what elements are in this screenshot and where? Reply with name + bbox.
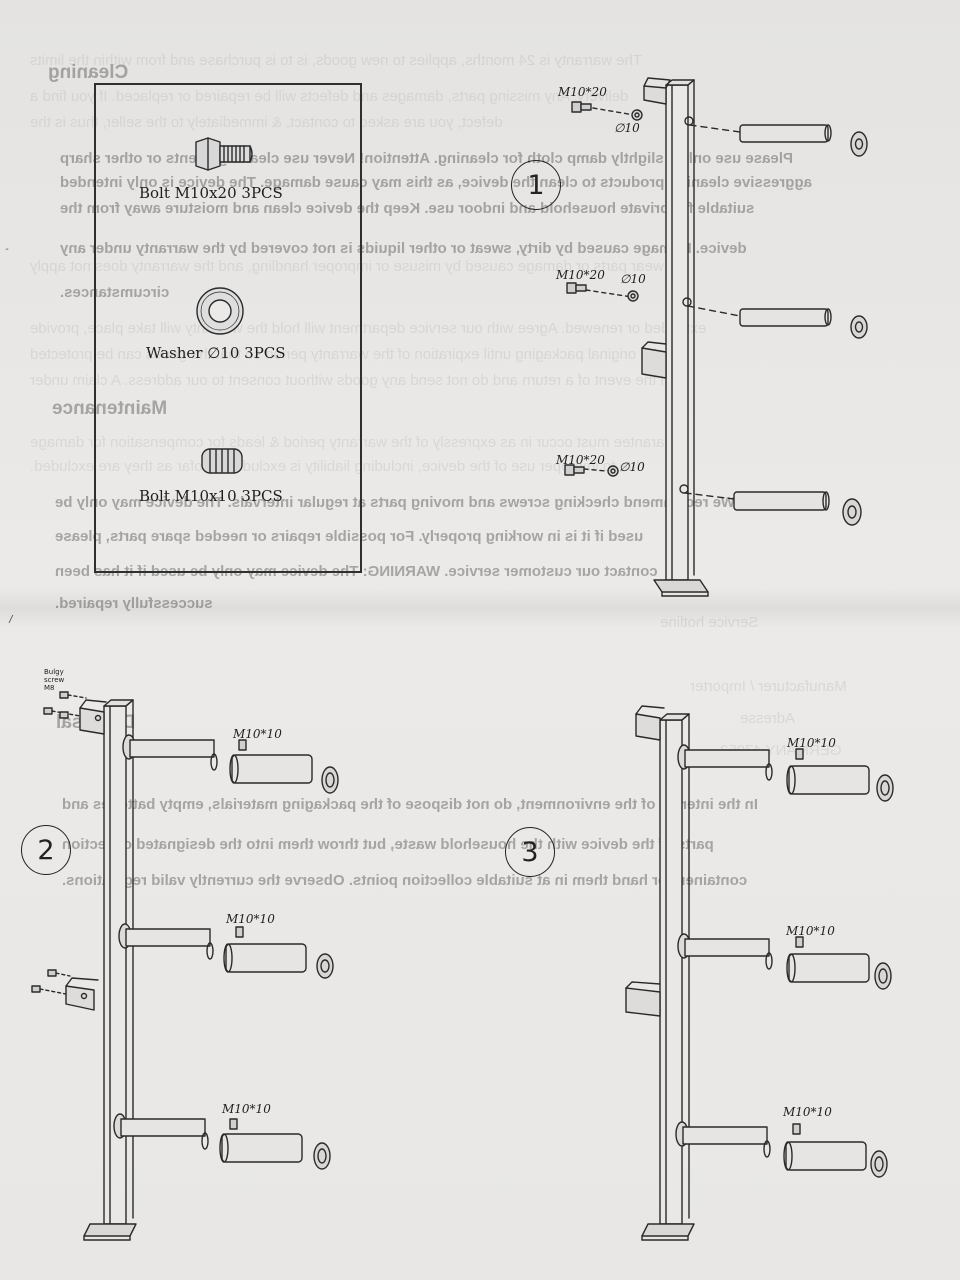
parts-list-box [94,83,362,573]
step3-diagram [625,705,894,1241]
step1-washer [607,465,619,477]
part-label-bolt-m10x10: Bolt M10x10 3PCS [139,487,283,505]
step3-set-screw-label: M10*10 [783,1105,832,1119]
step2-set-screw-label: M10*10 [233,727,282,741]
step1-bolt [566,282,587,294]
step2-set-screw-label: M10*10 [222,1102,271,1116]
bolt-long-icon [195,137,253,171]
step1-bolt-label: M10*20 [558,85,607,99]
washer-icon [196,287,244,335]
step1-washer [627,290,639,302]
step1-bolt-label: M10*20 [556,268,605,282]
step3-set-screw-label: M10*10 [787,736,836,750]
step1-washer [631,109,643,121]
step1-washer-label: ∅10 [619,460,645,474]
part-label-bolt-m10x20: Bolt M10x20 3PCS [139,184,283,202]
step2-arm [122,734,339,794]
step3-set-screw-label: M10*10 [786,924,835,938]
paper-fold-shadow [0,588,960,628]
step1-tube [739,308,868,339]
margin-mark: - [4,244,11,255]
step1-washer-label: ∅10 [620,272,646,286]
step2-arm [118,923,334,979]
step2-diagram [31,691,339,1241]
step1-diagram [564,77,868,597]
step3-arm [677,744,894,802]
step2-bulgy-screw-label: Bulgy screw M8 [44,668,65,692]
step1-bolt [571,101,592,113]
step-number-1: 1 [511,160,561,210]
margin-mark: / [8,614,15,625]
step-number-3: 3 [505,827,555,877]
step3-arm [675,1121,888,1178]
step2-set-screw-label: M10*10 [226,912,275,926]
step1-bolt [564,464,585,476]
part-label-washer: Washer ∅10 3PCS [146,344,286,362]
step2-bulgy-screw [43,691,87,719]
step2-bulgy-screw [31,969,71,995]
step3-arm [677,933,892,990]
step1-tube [739,124,868,157]
step-number-2: 2 [21,825,71,875]
step1-washer-label: ∅10 [614,121,640,135]
bolt-short-icon [201,448,243,474]
step2-arm [113,1113,331,1170]
step1-tube [733,491,862,526]
step1-bolt-label: M10*20 [556,453,605,467]
